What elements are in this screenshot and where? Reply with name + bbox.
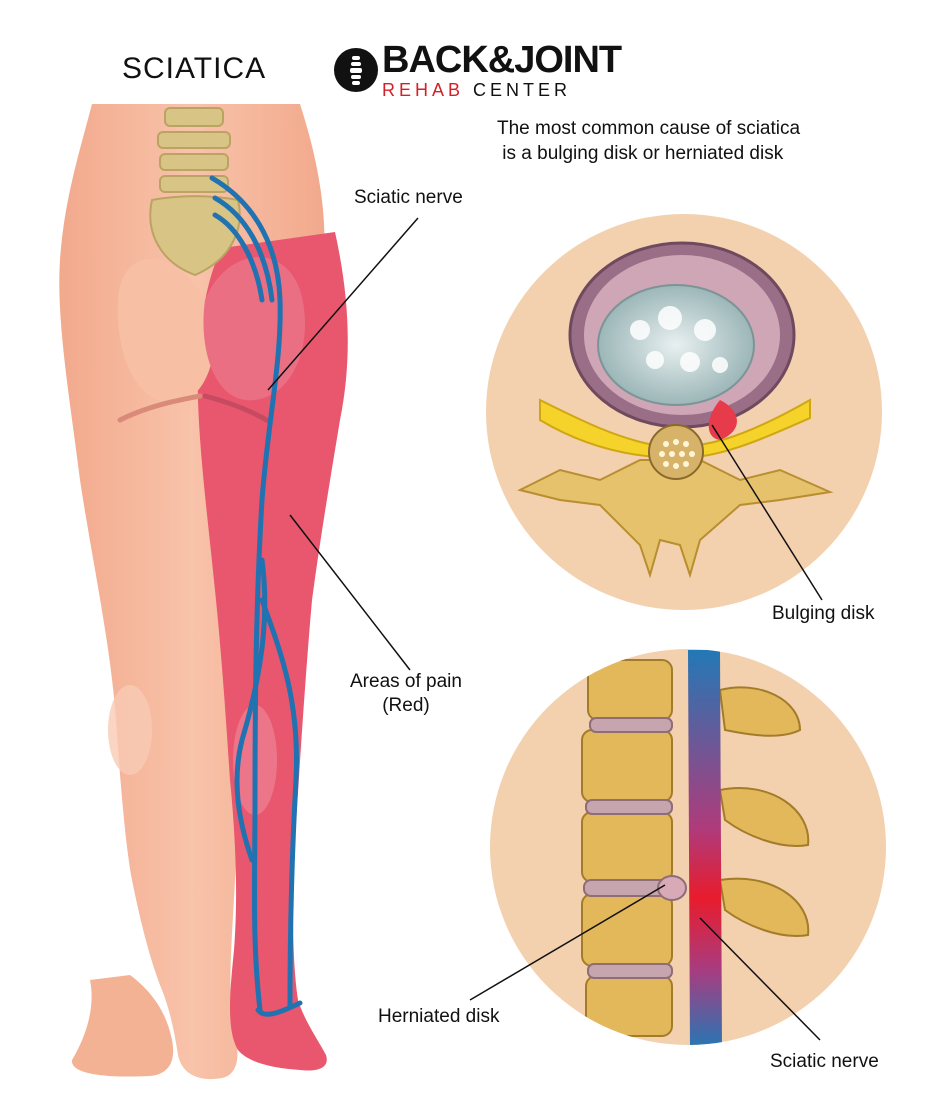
label-areas-of-pain: Areas of pain (Red) <box>350 670 462 718</box>
spinal-nerve-column <box>688 650 722 1045</box>
page-title: SCIATICA <box>122 52 267 85</box>
body-back-view <box>59 104 348 1080</box>
herniated-disk-inset <box>490 649 886 1045</box>
subtitle: The most common cause of sciatica is a b… <box>497 116 800 166</box>
label-sciatic-nerve-bottom: Sciatic nerve <box>770 1051 879 1072</box>
label-sciatic-nerve-top: Sciatic nerve <box>354 187 463 208</box>
vertebrae-stack <box>581 659 810 1037</box>
label-areas-of-pain-line2: (Red) <box>382 695 430 716</box>
leader-lines <box>267 217 823 1041</box>
lumbar-spine <box>149 107 241 277</box>
subtitle-line-2: is a bulging disk or herniated disk <box>497 143 784 164</box>
brand-spine-icon <box>334 48 378 92</box>
bulging-disk-inset <box>486 214 882 610</box>
left-glute <box>117 258 215 403</box>
left-foot <box>71 975 174 1077</box>
brand-tagline: REHAB CENTER <box>382 80 571 100</box>
label-areas-of-pain-line1: Areas of pain <box>350 671 462 692</box>
subtitle-line-1: The most common cause of sciatica <box>497 118 801 139</box>
label-bulging-disk: Bulging disk <box>772 603 875 624</box>
label-herniated-disk: Herniated disk <box>378 1006 500 1027</box>
brand-name: BACK&JOINT <box>382 39 622 81</box>
pain-leg <box>197 232 348 1071</box>
spinal-cord <box>648 424 704 480</box>
brand-tagline-rest: CENTER <box>473 80 572 100</box>
sciatic-nerve-paths <box>209 175 303 1017</box>
brand-tagline-red: REHAB <box>382 80 465 100</box>
